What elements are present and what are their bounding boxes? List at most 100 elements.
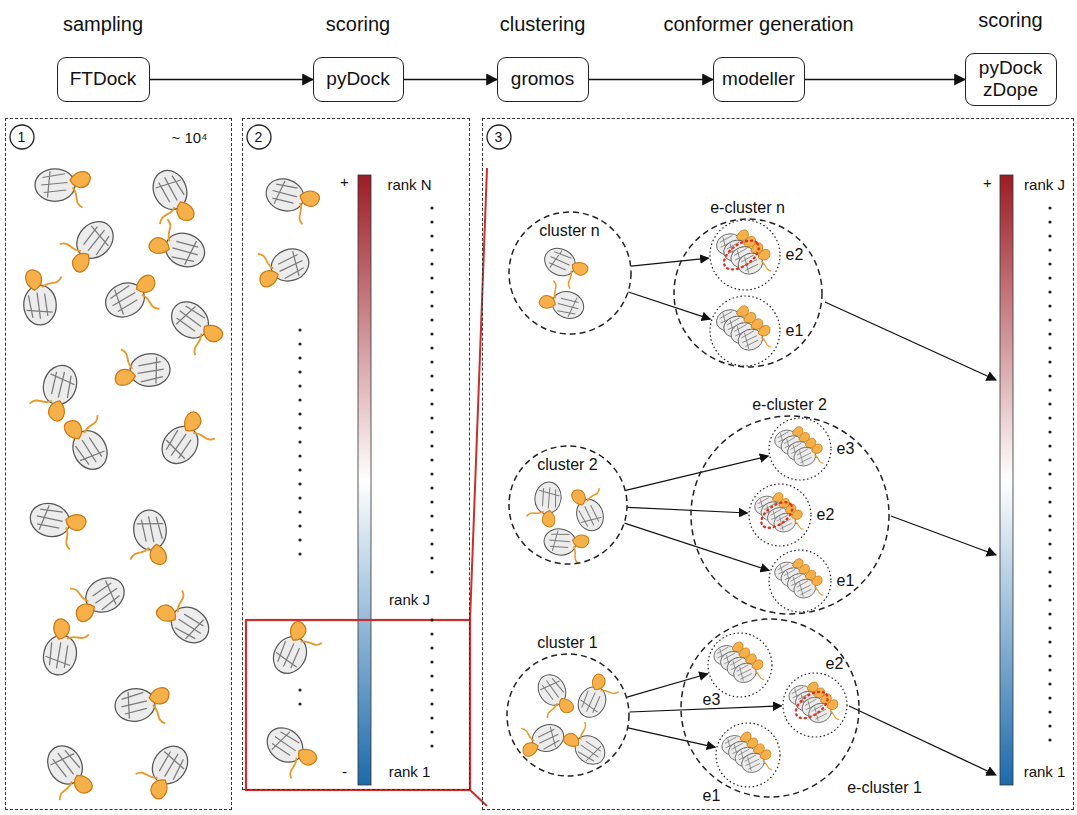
circle-outline xyxy=(690,415,890,615)
ellipsis-dot xyxy=(1048,584,1051,587)
color-bar xyxy=(1000,175,1013,785)
receptor-strands xyxy=(576,502,603,529)
receptor-strands xyxy=(272,638,306,672)
cluster-label: e-cluster 2 xyxy=(752,395,827,413)
ellipsis-dot xyxy=(430,744,433,747)
circle-outline xyxy=(506,653,630,777)
protein-cartoon xyxy=(152,586,219,651)
ligand-tail xyxy=(814,585,823,597)
step-number: 1 xyxy=(9,124,35,150)
ellipsis-dot xyxy=(1048,500,1051,503)
ellipsis-dot xyxy=(430,206,433,209)
receptor-strands xyxy=(171,301,208,338)
ellipsis-dot xyxy=(430,570,433,573)
rank-arrow xyxy=(825,302,996,380)
ellipsis-dot xyxy=(430,402,433,405)
protein-cartoon xyxy=(251,238,314,291)
receptor-strands xyxy=(575,736,605,766)
panel-label: + xyxy=(983,174,992,191)
tool-name: pyDock xyxy=(326,68,389,90)
ellipsis-dot xyxy=(430,318,433,321)
ligand-shape xyxy=(294,744,319,768)
ellipsis-dot xyxy=(430,234,433,237)
circle-outline xyxy=(769,418,831,480)
ellipsis-dot xyxy=(298,342,301,345)
protein-cartoon xyxy=(100,270,166,328)
cluster-label: e2 xyxy=(786,245,804,263)
ellipsis-dot xyxy=(430,730,433,733)
receptor-strands xyxy=(44,368,77,401)
ellipsis-dot xyxy=(1048,374,1051,377)
cluster-label: e-cluster 1 xyxy=(847,778,922,796)
circle-outline xyxy=(749,484,811,546)
process-box: samplingFTDock xyxy=(57,57,150,102)
step-panel: +rank J-rank 13cluster ne-cluster ne2e1c… xyxy=(482,118,1074,810)
step-number-text: 3 xyxy=(495,128,503,144)
tool-name: pyDock zDope xyxy=(974,57,1048,101)
receptor-strands xyxy=(119,690,149,720)
receptor-strands xyxy=(267,726,303,762)
panel-label: + xyxy=(340,173,349,190)
cluster-circle: e-cluster 2e3e2e1 xyxy=(690,415,890,615)
ligand-tail xyxy=(42,277,62,288)
protein-cartoon xyxy=(267,618,326,683)
ellipsis-dot xyxy=(1048,598,1051,601)
ensemble-arrow xyxy=(627,674,708,697)
cluster-label: e3 xyxy=(703,690,721,708)
ellipsis-dot xyxy=(430,702,433,705)
ligand-tail xyxy=(300,633,321,651)
ellipsis-dot xyxy=(298,688,301,691)
receptor-strands xyxy=(268,178,300,210)
circle-outline xyxy=(768,417,832,481)
ligand-shape xyxy=(70,172,90,188)
protein-cartoon xyxy=(54,210,120,277)
protein-cartoon xyxy=(771,507,807,538)
ellipsis-dot xyxy=(298,524,301,527)
ligand-shape xyxy=(750,659,764,672)
ensemble-circle: e1 xyxy=(715,722,781,788)
receptor-strands xyxy=(168,234,202,268)
ligand-tail xyxy=(601,684,619,699)
ligand-tail xyxy=(293,203,309,224)
ligand-tail xyxy=(258,250,274,271)
protein-cartoon xyxy=(528,670,577,724)
panel-label: - xyxy=(985,763,990,780)
ellipsis-dot xyxy=(430,458,433,461)
receptor-strands xyxy=(739,253,760,274)
circle-outline xyxy=(709,295,781,367)
ligand-tail xyxy=(763,759,772,772)
ellipsis-dot xyxy=(430,346,433,349)
circle-outline xyxy=(509,446,627,564)
ellipsis-dot xyxy=(1048,220,1051,223)
protein-cartoon xyxy=(525,479,563,528)
ellipsis-dot xyxy=(1048,444,1051,447)
ligand-shape xyxy=(561,730,582,750)
ligand-tail xyxy=(55,781,77,800)
protein-cartoon xyxy=(515,716,567,760)
circle-outline xyxy=(709,219,781,291)
ensemble-circle: e2 xyxy=(709,219,781,291)
ligand-tail xyxy=(67,629,89,644)
ellipsis-dot xyxy=(298,552,301,555)
protein-cartoon xyxy=(24,499,88,552)
circle-outline xyxy=(487,125,511,149)
protein-cartoon xyxy=(806,697,843,729)
ellipsis-dot xyxy=(298,496,301,499)
zoom-line xyxy=(470,168,487,621)
ligand-shape xyxy=(257,268,281,289)
cluster-circle: e-cluster ne2e1 xyxy=(673,218,823,368)
receptor-strands xyxy=(26,292,53,319)
ligand-shape xyxy=(25,270,42,291)
ligand-tail xyxy=(563,271,578,289)
ligand-tail xyxy=(761,259,771,273)
ellipsis-dot xyxy=(1048,626,1051,629)
ellipsis-dot xyxy=(1048,682,1051,685)
ligand-tail xyxy=(814,453,823,465)
cluster-label: e1 xyxy=(703,786,721,804)
ellipsis-dot xyxy=(430,632,433,635)
ellipsis-dot xyxy=(1048,262,1051,265)
ellipsis-dot xyxy=(430,646,433,649)
ellipsis-dot xyxy=(430,262,433,265)
